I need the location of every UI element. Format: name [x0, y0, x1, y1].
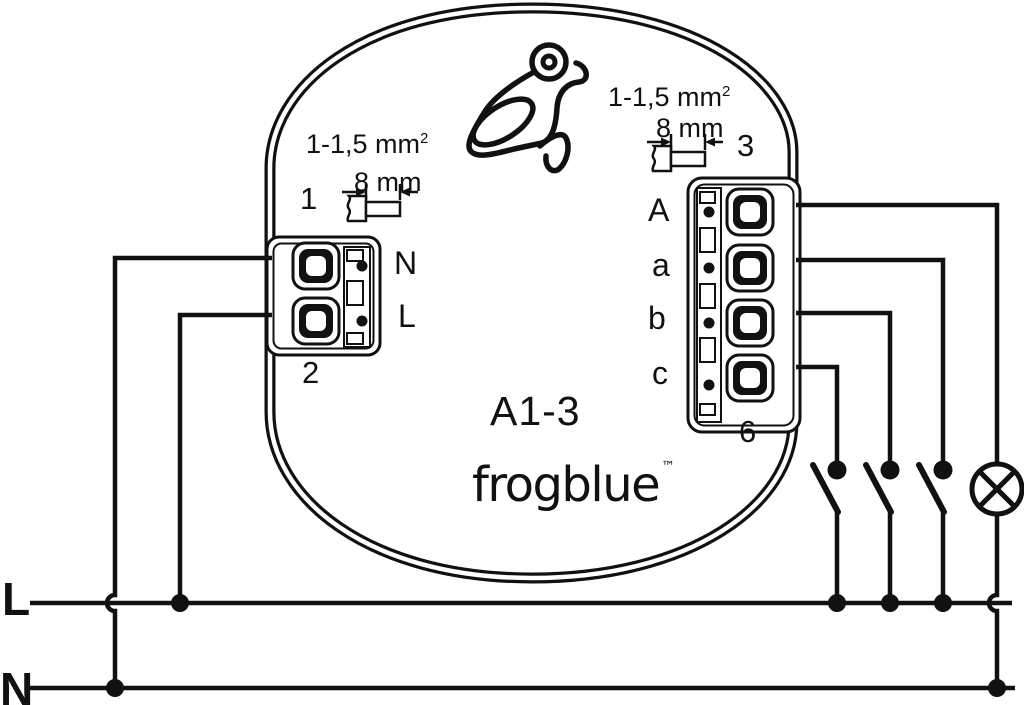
wire-live-in [177, 312, 272, 601]
brand-name: frogblue [472, 457, 661, 513]
terminal-label-L: L [398, 298, 416, 334]
live-bus-label: L [2, 573, 31, 625]
terminal-number-1: 1 [300, 181, 318, 216]
terminal-number-2: 2 [302, 355, 320, 390]
switch-c [810, 460, 847, 612]
terminal-label-b: b [648, 300, 666, 336]
lamp-icon [969, 461, 1024, 517]
terminal-slot-n [291, 241, 341, 291]
wire-input-b [796, 310, 893, 461]
terminal-label-c: c [652, 355, 668, 391]
terminal-number-3: 3 [737, 128, 755, 163]
junction-dot [106, 679, 124, 697]
terminal-label-a: a [652, 247, 670, 283]
device-model-label: A1-3 [490, 388, 581, 434]
left-terminal-block [265, 235, 382, 357]
strip-length-label-left: 8 mm [354, 167, 422, 197]
terminal-label-A: A [648, 192, 670, 228]
wire-input-c [796, 364, 840, 461]
trademark-symbol: ™ [661, 459, 676, 475]
wire-gauge-label-right: 1-1,5 mm2 [608, 84, 730, 111]
wire-input-a [796, 257, 946, 461]
gauge-value: 1-1,5 mm [608, 82, 723, 112]
frog-icon [466, 42, 589, 174]
terminal-slot-c [725, 353, 775, 403]
switch-a [916, 460, 953, 612]
terminal-slot-l [291, 296, 341, 346]
terminal-label-N: N [394, 245, 418, 281]
terminal-slot-A [725, 187, 775, 237]
wire-gauge-label-left: 1-1,5 mm2 [306, 131, 428, 158]
terminal-slot-a [725, 243, 775, 293]
gauge-exponent: 2 [420, 130, 429, 147]
junction-dot [988, 679, 1006, 697]
right-terminal-block [686, 176, 802, 434]
neutral-bus-label: N [0, 663, 34, 705]
terminal-slot-b [725, 298, 775, 348]
wire-output-A [796, 202, 1000, 464]
switch-b [863, 460, 900, 612]
gauge-exponent: 2 [722, 83, 731, 100]
wire-neutral-in [104, 255, 272, 686]
terminal-number-6: 6 [739, 414, 757, 449]
junction-dot [171, 594, 189, 612]
wire-lamp-return [986, 514, 1000, 686]
strip-length-label-right: 8 mm [656, 113, 724, 143]
gauge-value: 1-1,5 mm [306, 129, 421, 159]
